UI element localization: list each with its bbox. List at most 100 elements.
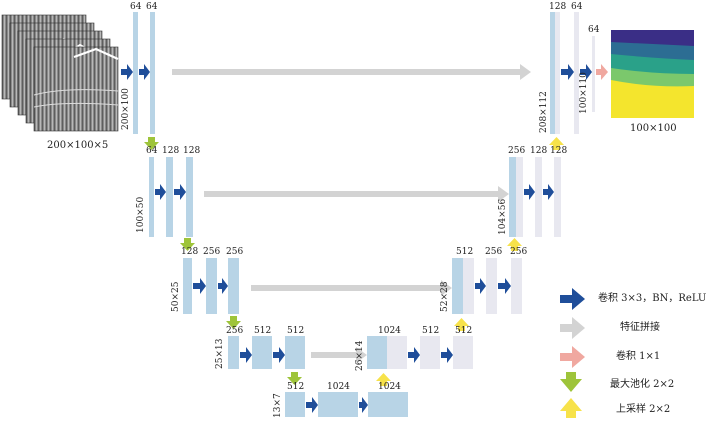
concat-arrow <box>204 186 509 202</box>
concat-arrow <box>251 280 452 296</box>
legend-conv1-icon <box>560 346 585 368</box>
channel-label: 64 <box>130 2 142 12</box>
channel-label: 512 <box>456 247 474 257</box>
legend-pool-label: 最大池化 2×2 <box>610 379 675 390</box>
feature-block <box>228 336 239 369</box>
conv-arrows <box>121 64 592 413</box>
encoder-level-3 <box>183 258 239 314</box>
legend-concat-icon <box>560 317 585 339</box>
channel-label: 128 <box>549 2 567 12</box>
channel-label: 128 <box>530 146 548 156</box>
channel-label: 64 <box>571 2 583 12</box>
channel-label: 256 <box>203 247 221 257</box>
feature-block <box>592 36 595 112</box>
size-label: 104×56 <box>498 198 508 235</box>
size-label: 52×28 <box>440 281 450 312</box>
feature-block <box>420 336 440 369</box>
legend-conv1-label: 卷积 1×1 <box>616 351 661 362</box>
size-label: 208×112 <box>539 91 549 133</box>
legend-up-icon <box>560 398 582 418</box>
feature-block <box>554 157 561 237</box>
pool-arrows <box>144 137 302 385</box>
channel-label: 256 <box>226 247 244 257</box>
channel-label: 1024 <box>378 326 401 336</box>
feature-block <box>183 258 192 314</box>
skip-connections <box>172 64 531 363</box>
input-caption: 200×100×5 <box>47 140 109 151</box>
legend-conv-label: 卷积 3×3，BN，ReLU <box>598 293 706 304</box>
feature-block <box>318 392 358 417</box>
feature-block <box>486 258 497 314</box>
size-label: 13×7 <box>273 393 283 418</box>
channel-label: 512 <box>287 382 305 392</box>
feature-block <box>166 157 173 237</box>
encoder-level-1 <box>133 12 155 134</box>
encoder-level-4 <box>228 336 305 369</box>
upsample-arrows <box>376 137 564 386</box>
size-label: 100×110 <box>579 72 589 114</box>
legend-pool-icon <box>560 372 582 392</box>
decoder-level-1 <box>550 12 595 134</box>
size-label: 50×25 <box>171 281 181 312</box>
feature-block <box>367 336 387 369</box>
feature-block <box>150 12 155 134</box>
feature-block <box>535 157 542 237</box>
feature-block <box>550 12 555 134</box>
legend-conv-icon <box>560 288 585 310</box>
bottleneck <box>285 392 408 417</box>
channel-label: 256 <box>508 146 526 156</box>
channel-label: 1024 <box>378 382 401 392</box>
feature-block <box>206 258 217 314</box>
decoder-level-3 <box>452 258 522 314</box>
decoder-level-4 <box>367 336 473 369</box>
feature-block <box>133 12 138 134</box>
channel-label: 128 <box>181 247 199 257</box>
channel-label: 256 <box>226 326 244 336</box>
feature-block <box>285 336 305 369</box>
concat-arrow <box>311 347 367 363</box>
encoder-level-2 <box>149 157 193 237</box>
output-caption: 100×100 <box>630 123 677 134</box>
channel-label: 128 <box>162 146 180 156</box>
feature-block <box>574 12 579 134</box>
channel-label: 64 <box>588 25 600 35</box>
size-label: 100×50 <box>136 196 146 233</box>
feature-block <box>452 258 463 314</box>
decoder-level-2 <box>509 157 561 237</box>
channel-label: 64 <box>146 2 158 12</box>
feature-block <box>186 157 193 237</box>
legend-icons <box>560 288 585 418</box>
legend-concat-label: 特征拼接 <box>620 322 660 333</box>
feature-block <box>252 336 272 369</box>
concat-arrow <box>172 64 531 80</box>
output-velocity-model <box>611 30 694 118</box>
skip-block <box>463 258 474 314</box>
channel-label: 128 <box>183 146 201 156</box>
feature-block <box>511 258 522 314</box>
feature-block <box>149 157 154 237</box>
channel-label: 256 <box>510 247 528 257</box>
input-seismic-stack <box>1 14 119 132</box>
feature-block <box>509 157 516 237</box>
channel-label: 512 <box>254 326 272 336</box>
size-label: 25×13 <box>215 338 225 369</box>
channel-label: 128 <box>550 146 568 156</box>
channel-label: 512 <box>422 326 440 336</box>
channel-label: 512 <box>287 326 305 336</box>
skip-block <box>387 336 407 369</box>
channel-label: 64 <box>146 146 158 156</box>
conv1x1-arrow <box>596 64 608 80</box>
feature-block <box>368 392 408 417</box>
feature-block <box>285 392 305 417</box>
channel-label: 512 <box>455 326 473 336</box>
legend-up-label: 上采样 2×2 <box>616 404 671 415</box>
skip-block <box>555 12 560 134</box>
feature-block <box>228 258 239 314</box>
skip-block <box>516 157 523 237</box>
channel-label: 1024 <box>327 382 350 392</box>
channel-label: 256 <box>485 247 503 257</box>
size-label: 200×100 <box>121 88 131 130</box>
feature-block <box>453 336 473 369</box>
